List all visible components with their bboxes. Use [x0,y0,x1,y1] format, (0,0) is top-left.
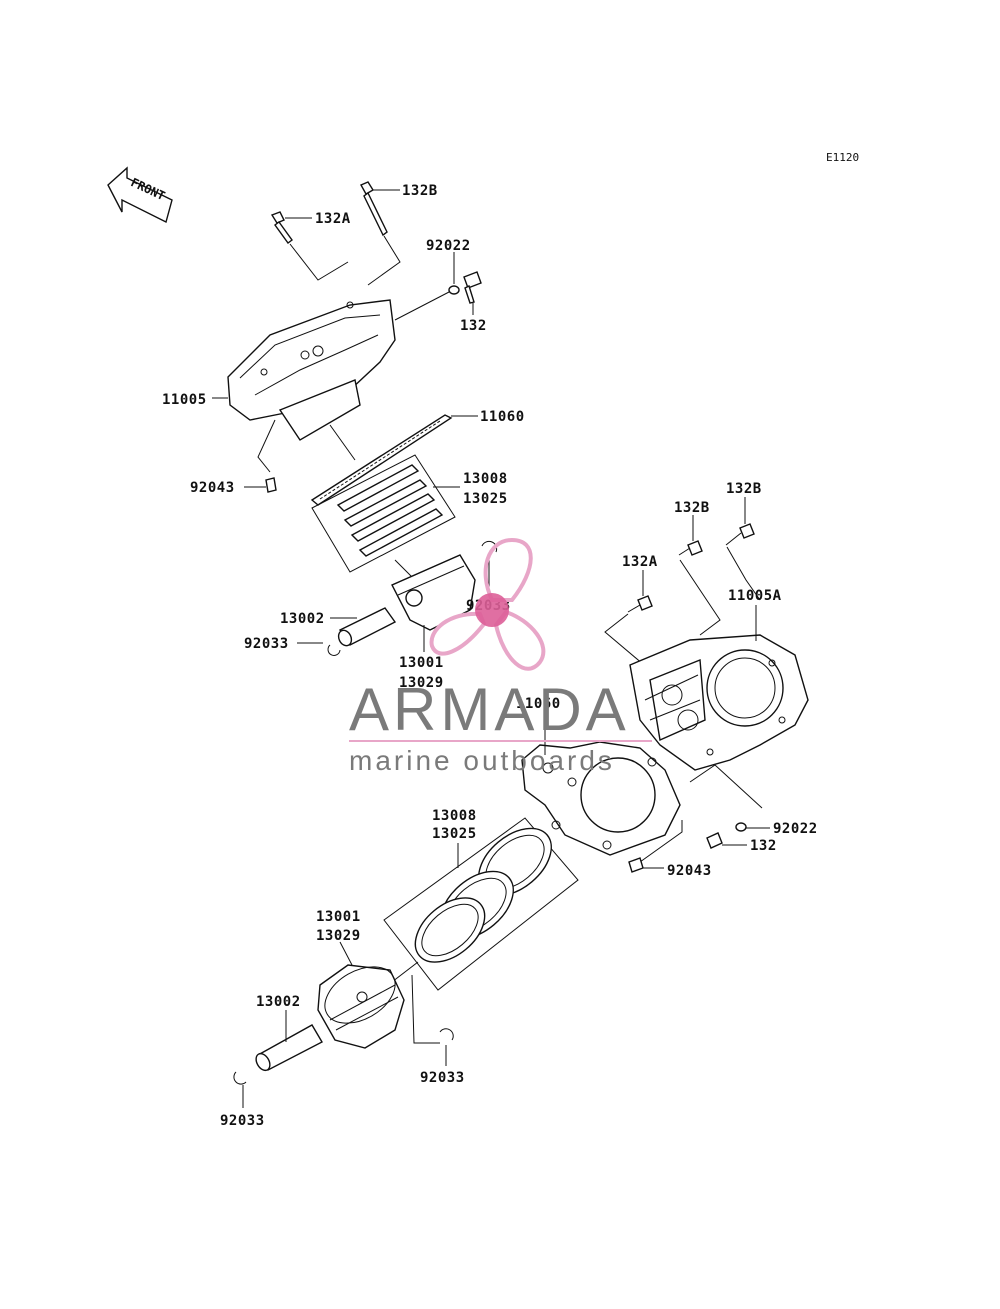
label-11005: 11005 [162,392,207,408]
dowel-92043-top[interactable] [265,477,277,493]
label-13025-top: 13025 [463,491,508,507]
label-11060-mid: 11060 [516,696,561,712]
gasket-11060-mid[interactable] [521,741,681,856]
label-132b-top: 132B [402,183,438,199]
piston-pin-13002-bottom[interactable] [253,1024,323,1073]
bolt-132b-right-1[interactable] [678,540,703,556]
label-11005a: 11005A [728,588,782,604]
label-132a-right: 132A [622,554,658,570]
piston-rings-bottom[interactable] [383,815,579,991]
label-92033-bottom-left: 92033 [220,1113,265,1129]
gasket-11060-top[interactable] [310,414,453,506]
label-132b-right-1: 132B [674,500,710,516]
armada-watermark: ARMADA marine outboards [349,537,652,776]
bolt-132-top[interactable] [463,271,482,304]
bolt-132a-top[interactable] [270,211,293,244]
label-13025-bottom: 13025 [432,826,477,842]
piston-pin-13002-top[interactable] [336,607,397,648]
circlip-92033-bottom-left[interactable] [233,1071,247,1085]
cylinder-head-11005[interactable] [227,299,396,441]
label-92022-top: 92022 [426,238,471,254]
bolt-132-right[interactable] [706,832,723,849]
bolt-132a-right[interactable] [627,595,653,613]
label-11060-top: 11060 [480,409,525,425]
label-132b-right-2: 132B [726,481,762,497]
watermark-tagline: marine outboards [349,745,615,776]
label-13029-bottom: 13029 [316,928,361,944]
label-13001-top: 13001 [399,655,444,671]
piston-rings-top[interactable] [311,454,456,573]
washer-92022-top[interactable] [448,285,460,295]
piston-bottom[interactable] [315,955,405,1049]
cylinder-head-11005a[interactable] [629,634,809,771]
watermark-brand: ARMADA [349,676,630,743]
circlip-92033-bottom-right[interactable] [439,1028,454,1041]
diagram-code: E1120 [826,151,859,164]
label-92033-bottom-right: 92033 [420,1070,465,1086]
bolt-132b-right-2[interactable] [725,523,755,546]
label-13029-top: 13029 [399,675,444,691]
washer-92022-right[interactable] [735,822,747,832]
label-132-top: 132 [460,318,487,334]
label-92043-top: 92043 [190,480,235,496]
front-arrow-icon: FRONT [107,166,173,224]
piston-top[interactable] [391,554,476,631]
label-13008-top: 13008 [463,471,508,487]
circlip-92033-top-right[interactable] [481,540,498,553]
label-132a-top: 132A [315,211,351,227]
circlip-92033-top-left[interactable] [327,644,341,656]
label-13008-bottom: 13008 [432,808,477,824]
label-13002-top: 13002 [280,611,325,627]
label-92033-top-left: 92033 [244,636,289,652]
label-132-right: 132 [750,838,777,854]
dowel-92043-right[interactable] [628,857,644,873]
propeller-logo-icon [429,537,546,671]
label-92043-right: 92043 [667,863,712,879]
label-13002-bottom: 13002 [256,994,301,1010]
label-92022-right: 92022 [773,821,818,837]
label-13001-bottom: 13001 [316,909,361,925]
